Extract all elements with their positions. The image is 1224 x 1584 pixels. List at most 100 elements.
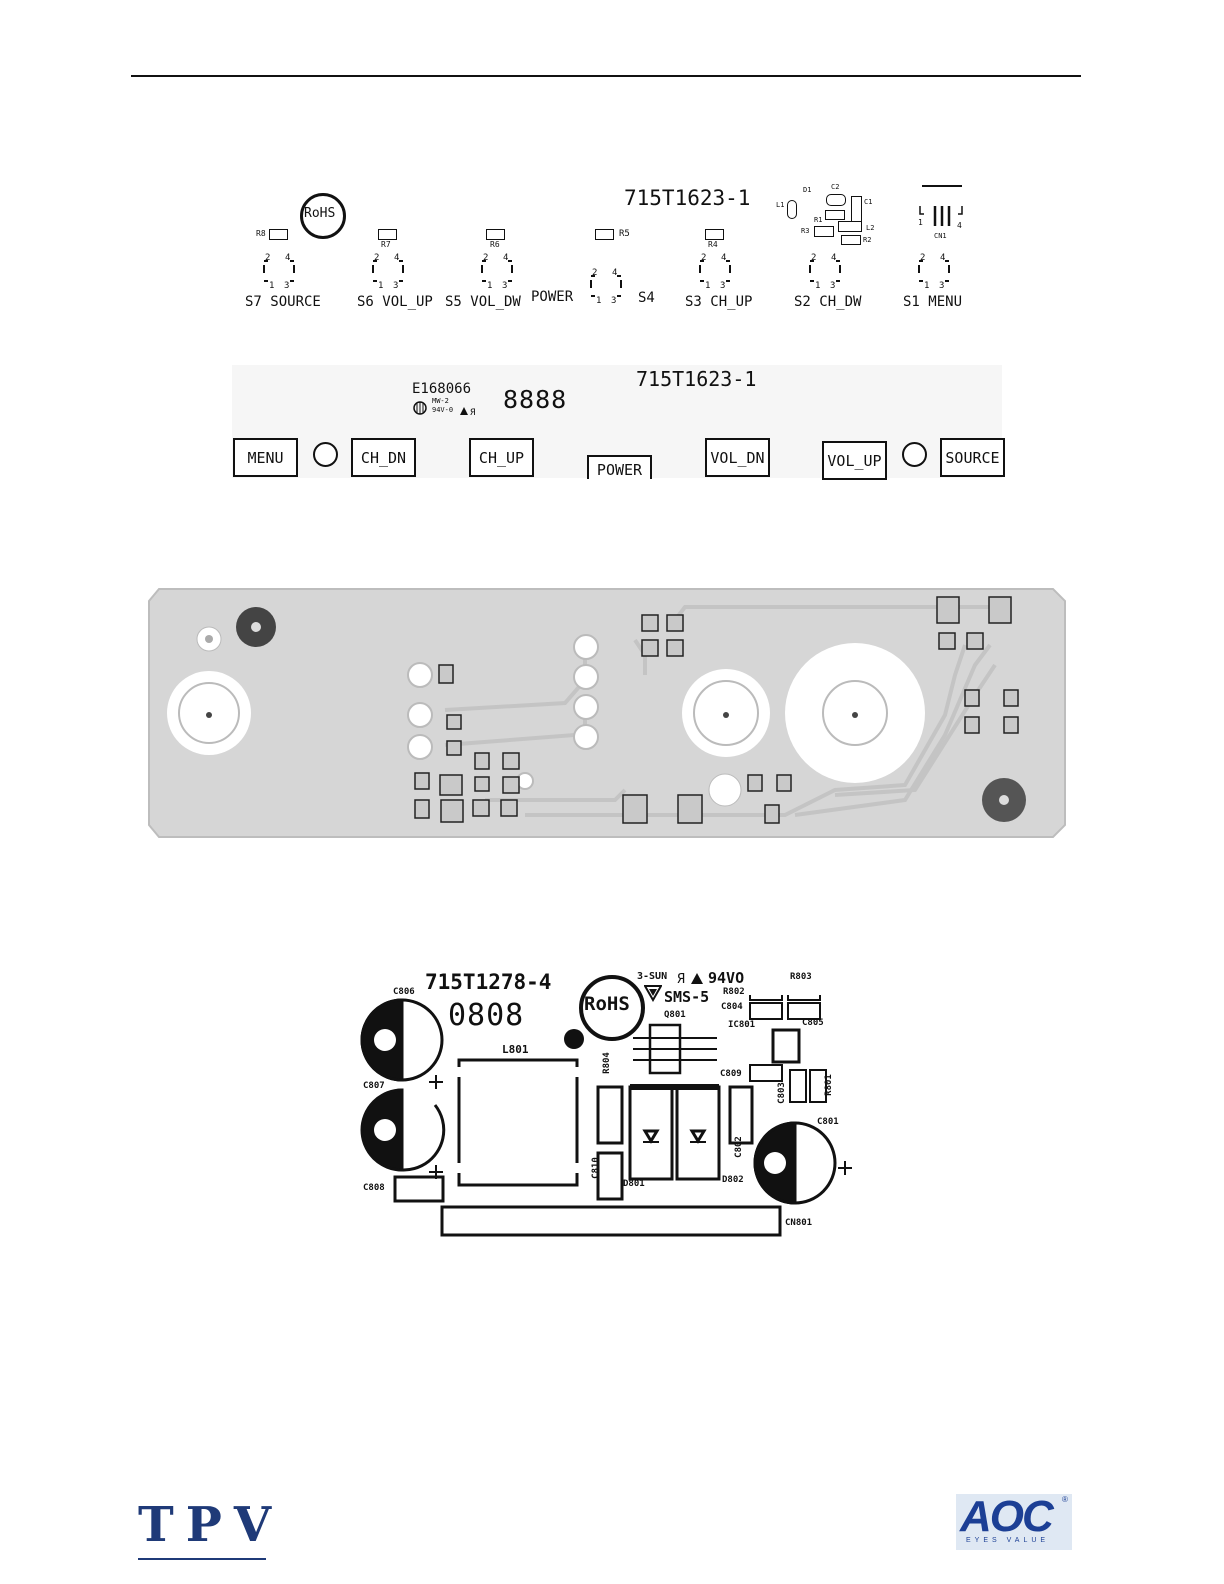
switch-label-power: POWER xyxy=(531,289,574,305)
board2-code: 715T1623-1 xyxy=(636,367,757,391)
ref-r801: R801 xyxy=(823,1074,834,1096)
switch-pin-number: 1 xyxy=(596,296,601,306)
switch-pin-number: 1 xyxy=(705,281,710,291)
switch-label-s6: S6 VOL_UP xyxy=(357,294,433,310)
ref-c802: C802 xyxy=(733,1136,744,1158)
svg-text:1: 1 xyxy=(918,218,923,227)
ref-c808: C808 xyxy=(363,1183,385,1193)
switch-pin-number: 4 xyxy=(612,268,617,278)
connector-cn1: 1 4 xyxy=(918,185,963,230)
board4-component-art xyxy=(360,995,852,1237)
switch-label-s2: S2 CH_DW xyxy=(794,294,862,310)
resistor-r6 xyxy=(486,229,505,240)
svg-text:Я: Я xyxy=(470,408,475,416)
switch-pin-number: 3 xyxy=(939,281,944,291)
ref-c806: C806 xyxy=(393,987,415,997)
ch-dn-button[interactable]: CH_DN xyxy=(351,438,416,477)
tpv-logo: TPV xyxy=(138,1500,283,1560)
ref-q801: Q801 xyxy=(664,1010,686,1020)
ref-c809: C809 xyxy=(720,1069,742,1079)
ref-r2: R2 xyxy=(863,236,872,244)
switch-pin-number: 3 xyxy=(830,281,835,291)
resistor-r2 xyxy=(841,235,861,245)
aoc-tagline: EYES VALUE xyxy=(966,1537,1050,1544)
switch-pin-number: 1 xyxy=(487,281,492,291)
resistor-r3 xyxy=(814,226,834,237)
capacitor-c1 xyxy=(851,196,862,222)
ref-r802: R802 xyxy=(723,987,745,997)
rohs-text-2: RoHS xyxy=(584,993,630,1015)
switch-pin-number: 4 xyxy=(394,253,399,263)
ref-r3: R3 xyxy=(801,227,810,235)
board2-cert: E168066 xyxy=(412,381,472,397)
ref-d801: D801 xyxy=(623,1179,645,1189)
ref-c1: C1 xyxy=(864,198,873,206)
svg-text:4: 4 xyxy=(957,221,962,230)
resistor-r8 xyxy=(269,229,288,240)
ref-r4: R4 xyxy=(708,240,718,249)
source-button[interactable]: SOURCE xyxy=(940,438,1005,477)
switch-pin-number: 4 xyxy=(831,253,836,263)
ref-c2: C2 xyxy=(831,183,840,191)
svg-text:Я: Я xyxy=(677,972,685,986)
ch-up-button[interactable]: CH_UP xyxy=(469,438,534,477)
maker-text: 3-SUN xyxy=(637,971,668,982)
switch-pin-number: 2 xyxy=(483,253,488,263)
switch-pin-number: 1 xyxy=(924,281,929,291)
switch-label-s1: S1 MENU xyxy=(903,294,963,310)
ref-cn1: CN1 xyxy=(934,232,947,240)
switch-pin-number: 2 xyxy=(265,253,270,263)
switch-label-s5: S5 VOL_DW xyxy=(445,294,521,310)
switch-pin-number: 3 xyxy=(720,281,725,291)
tpv-underline xyxy=(138,1558,266,1560)
ref-c801: C801 xyxy=(817,1117,839,1127)
capacitor-c2 xyxy=(826,194,846,206)
switch-pin-number: 1 xyxy=(378,281,383,291)
sun-logo-icon xyxy=(644,985,662,1002)
ref-r5: R5 xyxy=(619,229,630,239)
resistor-r5 xyxy=(595,229,614,240)
switch-pin-number: 4 xyxy=(503,253,508,263)
ul-recognized-icon: Я xyxy=(460,407,475,416)
aoc-logo: AOC ® EYES VALUE xyxy=(956,1492,1072,1550)
vol-dn-button[interactable]: VOL_DN xyxy=(705,438,770,477)
switch-pin-number: 3 xyxy=(284,281,289,291)
resistor-r7 xyxy=(378,229,397,240)
power-button[interactable]: POWER xyxy=(587,455,652,479)
header-rule xyxy=(131,75,1081,77)
ref-r803: R803 xyxy=(790,972,812,982)
board2-rating: 94V-0 xyxy=(432,406,454,414)
ref-r1: R1 xyxy=(814,216,823,224)
switch-pin-number: 4 xyxy=(285,253,290,263)
ref-c807: C807 xyxy=(363,1081,385,1091)
switch-pin-number: 3 xyxy=(611,296,616,306)
switch-label-s4: S4 xyxy=(638,290,655,306)
switch-pin-number: 2 xyxy=(592,268,597,278)
aoc-trademark: ® xyxy=(1062,1495,1068,1504)
switch-label-s7: S7 SOURCE xyxy=(245,294,321,310)
board4-digits: 0808 xyxy=(448,998,525,1033)
rohs-badge-2 xyxy=(579,975,645,1041)
ul-mark-icon xyxy=(413,401,427,415)
switch-pin-number: 2 xyxy=(701,253,706,263)
ref-c804: C804 xyxy=(721,1002,743,1012)
vol-up-button[interactable]: VOL_UP xyxy=(822,441,887,480)
ref-r804: R804 xyxy=(601,1052,612,1074)
switch-pin-number: 2 xyxy=(811,253,816,263)
board3-copper-layout xyxy=(148,588,1066,838)
ref-l1: L1 xyxy=(776,201,785,209)
menu-button[interactable]: MENU xyxy=(233,438,298,477)
board4-code: 715T1278-4 xyxy=(425,970,552,994)
switch-pin-number: 1 xyxy=(815,281,820,291)
ref-c803: C803 xyxy=(776,1082,787,1104)
switch-pin-number: 3 xyxy=(393,281,398,291)
ref-d1: D1 xyxy=(803,186,812,194)
ref-l2: L2 xyxy=(866,224,875,232)
switch-pin-number: 2 xyxy=(374,253,379,263)
ref-ic801: IC801 xyxy=(728,1020,756,1030)
inductor-l2 xyxy=(838,221,862,232)
